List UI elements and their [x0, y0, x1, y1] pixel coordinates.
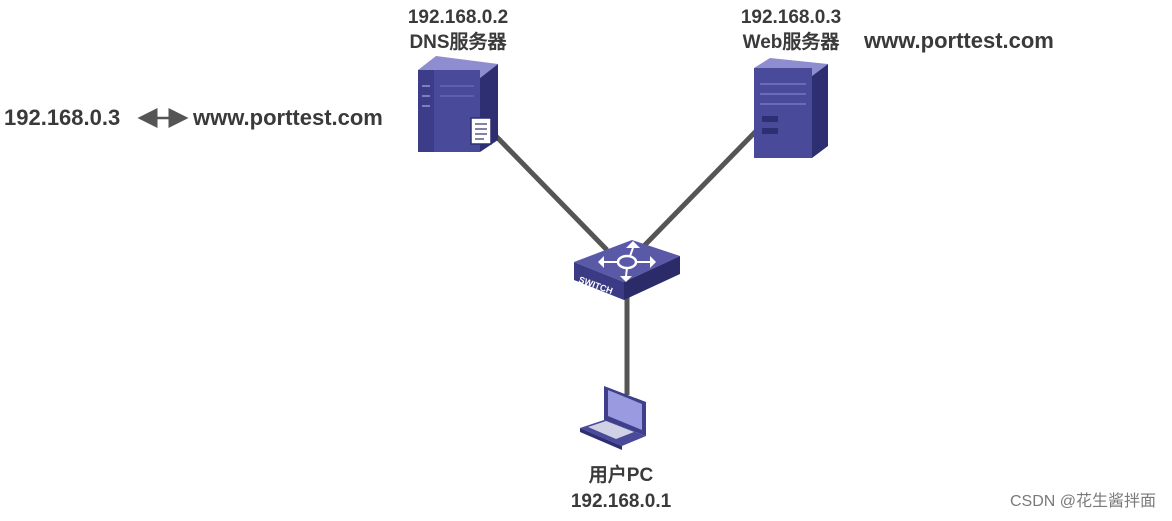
user-pc-ip: 192.168.0.1 — [570, 491, 672, 512]
switch-icon: SWITCH — [574, 240, 680, 300]
web-server-icon — [754, 58, 828, 158]
user-pc-label: 用户PC — [588, 465, 654, 486]
dns-server-label: DNS服务器 — [409, 32, 507, 53]
web-server-ip: 192.168.0.3 — [740, 7, 842, 28]
link-dns-switch — [488, 128, 609, 252]
dns-record-ip: 192.168.0.3 — [4, 105, 121, 130]
dns-server-ip: 192.168.0.2 — [407, 7, 509, 28]
dns-server-icon — [418, 56, 498, 152]
dns-record-domain: www.porttest.com — [193, 105, 383, 130]
watermark: CSDN @花生酱拌面 — [1009, 493, 1156, 510]
web-server-label: Web服务器 — [742, 32, 840, 53]
web-server-domain: www.porttest.com — [864, 28, 1054, 53]
laptop-icon — [580, 386, 646, 450]
link-web-switch — [638, 123, 764, 252]
